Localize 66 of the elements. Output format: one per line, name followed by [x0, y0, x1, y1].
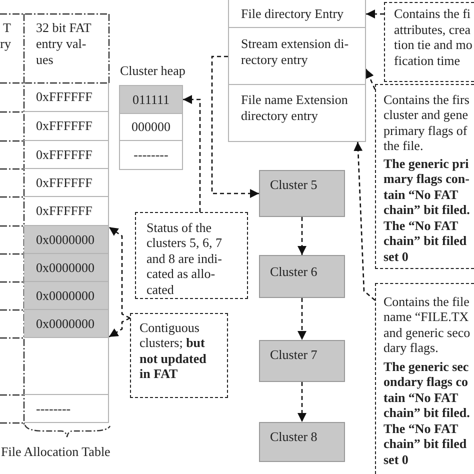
fat-value: 0xFFFFFF [36, 118, 92, 134]
arrow [298, 382, 306, 422]
callout-text: Contains the file name “FILE.TX and generic seco dary flags. [384, 294, 472, 356]
callout-text: Contiguous clusters; but not updated in FAT [140, 320, 208, 382]
fat-value: 0xFFFFFF [36, 203, 92, 219]
callout-text: Contains the fi attributes, crea tion tie and mo fication time [394, 6, 474, 68]
fat-entry-cell [24, 83, 109, 112]
header-text: T ry [0, 20, 11, 52]
arrow [108, 226, 130, 319]
fat-value: 0xFFFFFF [36, 174, 92, 190]
fat-entry-cell [24, 395, 109, 423]
fat-value: 0xFFFFFF [36, 146, 92, 162]
header-text: 32 bit FAT entry val- ues [36, 20, 100, 68]
cluster-label: Cluster 7 [270, 346, 318, 362]
cluster-label: Cluster 5 [270, 177, 318, 192]
fat-entry-cell [24, 282, 109, 310]
fat-value: 0x0000000 [36, 288, 94, 304]
fat-value: 0x0000000 [36, 316, 94, 332]
arrow [365, 68, 376, 90]
entry-text: Stream extension di- rectory entry [241, 36, 350, 68]
callout-text: Status of the clusters 5, 6, 7 and 8 are indi- cated as allo- cated [146, 220, 223, 297]
callout-box [130, 313, 228, 398]
callout-box [375, 84, 474, 269]
directory-entry-row [228, 28, 366, 85]
directory-entry-row [228, 0, 366, 28]
cluster-label: Cluster 8 [270, 428, 318, 444]
arrow [298, 298, 306, 340]
heap-value: 000000 [132, 119, 170, 134]
heap-cell [119, 141, 183, 170]
entry-text: File directory Entry [241, 6, 344, 22]
fat-value: 0xFFFFFF [36, 89, 92, 105]
heap-title: Cluster heap [120, 63, 186, 79]
heap-cell [119, 114, 183, 141]
cluster-box [259, 255, 345, 298]
fat-entry-cell [24, 310, 109, 338]
fat-value: 0x0000000 [36, 232, 94, 248]
callout-text: Contains the firs cluster and gene primary flags of the file. [384, 92, 470, 154]
entry-text: File name Extension directory entry [241, 92, 349, 124]
directory-entry-row [228, 85, 366, 142]
callout-text: The generic sec ondary flags co tain “No FAT chain” bit filed. The “No FAT chain” bit filed set 0 [384, 358, 471, 467]
fat-entry-cell [24, 141, 109, 169]
placeholder-dashes: -------- [36, 400, 71, 416]
placeholder-dashes: -------- [134, 147, 168, 162]
cluster-label: Cluster 6 [270, 264, 318, 279]
callout-box [375, 283, 474, 474]
heap-cell [119, 85, 183, 114]
callout-box [384, 2, 474, 82]
cluster-box [259, 340, 345, 382]
table-caption: File Allocation Table [1, 444, 110, 460]
arrow [108, 318, 130, 338]
arrow [183, 95, 201, 212]
cluster-box [259, 170, 345, 217]
arrow [354, 142, 376, 301]
fat-value: 0x0000000 [36, 260, 94, 276]
fat-entry-cell [24, 169, 109, 197]
heap-value: 011111 [132, 92, 170, 108]
arrow [298, 217, 306, 255]
callout-text: The generic pri mary flags con- tain “No FAT chain” bit filed. The “No FAT chain” bit filed set 0 [384, 156, 471, 264]
arrow [211, 56, 259, 198]
callout-box [135, 212, 248, 299]
fat-entry-cell [24, 338, 109, 395]
cluster-box [259, 422, 345, 462]
fat-entry-cell [24, 226, 109, 254]
fat-entry-cell [24, 254, 109, 282]
fat-entry-cell [24, 112, 109, 141]
arrow [366, 10, 384, 18]
